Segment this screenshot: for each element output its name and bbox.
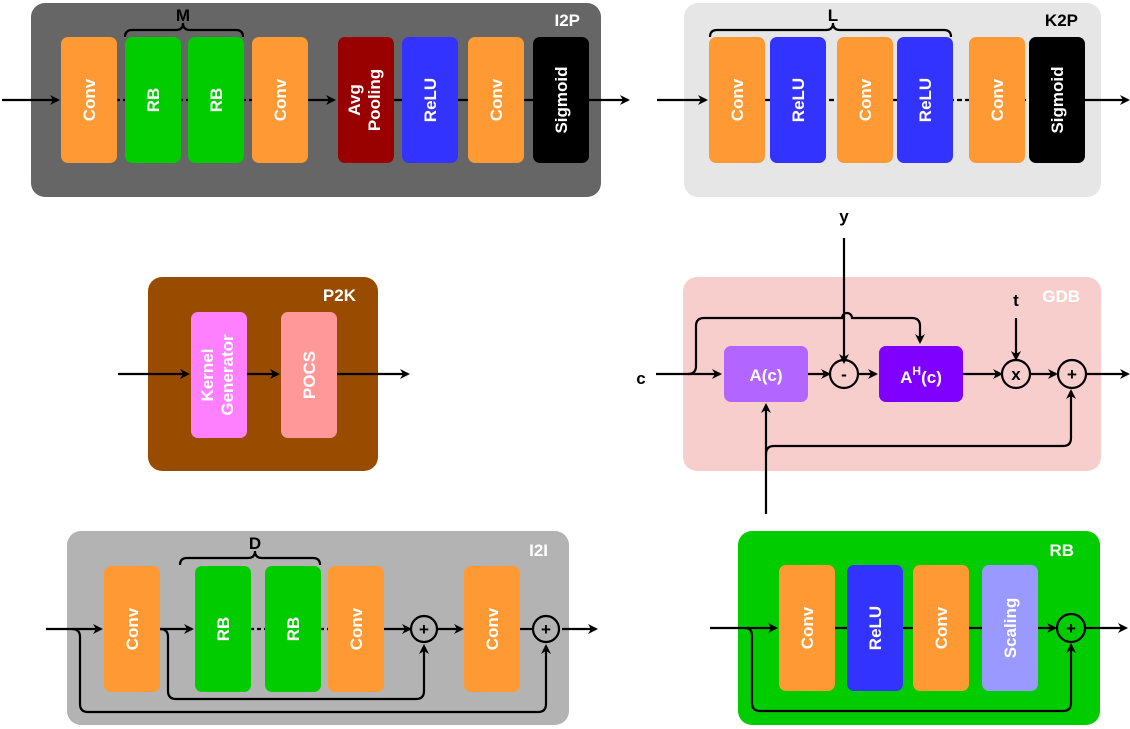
i2p-block-conv-3: Conv [468,37,524,163]
i2p-block-relu: ReLU [402,37,458,163]
svg-text:Conv: Conv [856,78,875,121]
i2i-block-conv-2: Conv [328,566,384,692]
i2i-brace-label: D [249,534,261,553]
p2k-title: P2K [323,286,357,305]
p2k-block-pocs: POCS [281,312,337,438]
i2p-block-sigmoid: Sigmoid [533,37,589,163]
p2k-module: P2K Kernel Generator POCS [118,277,410,471]
gdb-input-t-label: t [1013,291,1019,310]
i2i-plus-operator-1: + [409,614,439,644]
k2p-block-conv-1: Conv [709,37,765,163]
k2p-block-sigmoid: Sigmoid [1029,37,1085,163]
i2p-brace-label: M [176,6,190,25]
rb-skip [744,626,1076,713]
svg-text:Sigmoid: Sigmoid [552,66,571,133]
gdb-title: GDB [1042,287,1080,306]
rb-block-scaling: Scaling [982,565,1038,691]
i2i-plus-operator-2: + [531,614,561,644]
svg-text:Generator: Generator [218,334,237,416]
k2p-block-conv-2: Conv [837,37,893,163]
svg-text:Conv: Conv [798,606,817,649]
svg-text:AH(c): AH(c) [900,364,942,387]
i2p-block-rb-1: RB [125,37,181,163]
gdb-input-y-label: y [839,207,849,226]
svg-text:+: + [1067,365,1077,384]
i2i-block-rb-1: RB [195,566,251,692]
svg-text:+: + [541,620,551,639]
k2p-title: K2P [1045,11,1078,30]
i2i-block-conv-3: Conv [464,566,520,692]
p2k-block-kernel-generator: Kernel Generator [191,312,247,438]
k2p-module: K2P L Conv ReLU Conv ReLU Conv Sigmoid [657,3,1130,197]
rb-block-conv-1: Conv [779,565,835,691]
gdb-times-operator: x [1000,358,1032,390]
k2p-brace [708,22,953,38]
svg-text:ReLU: ReLU [789,78,808,122]
svg-text:Conv: Conv [728,78,747,121]
svg-text:Conv: Conv [123,607,142,650]
svg-text:A(c): A(c) [749,366,782,385]
k2p-block-conv-3: Conv [969,37,1025,163]
i2i-skip-inner [159,627,429,701]
i2p-block-conv-1: Conv [61,37,117,163]
k2p-block-relu-1: ReLU [770,37,826,163]
k2p-brace-label: L [828,6,838,25]
svg-text:Conv: Conv [347,607,366,650]
svg-text:ReLU: ReLU [916,78,935,122]
i2p-title: I2P [554,11,580,30]
i2i-brace [178,550,322,566]
rb-block-relu: ReLU [847,565,903,691]
svg-text:Conv: Conv [271,78,290,121]
i2i-block-rb-2: RB [265,566,321,692]
svg-text:Conv: Conv [932,606,951,649]
svg-text:-: - [841,365,847,384]
i2i-block-conv-1: Conv [104,566,160,692]
svg-text:Conv: Conv [487,78,506,121]
rb-module: RB Conv ReLU Conv Scaling + [710,531,1128,725]
rb-plus-operator: + [1055,612,1087,644]
svg-text:RB: RB [207,88,226,113]
rb-block-conv-2: Conv [913,565,969,691]
i2i-skip-outer [71,627,551,714]
gdb-skip-to-plus [764,389,1076,455]
svg-text:Conv: Conv [483,607,502,650]
k2p-block-relu-2: ReLU [897,37,953,163]
gdb-minus-operator: - [828,358,860,390]
i2p-module: I2P M Conv RB RB Conv Avg Pooling [2,3,630,197]
svg-text:Scaling: Scaling [1001,598,1020,658]
svg-text:ReLU: ReLU [866,606,885,650]
svg-text:Pooling: Pooling [365,69,384,131]
svg-text:RB: RB [144,88,163,113]
svg-text:Conv: Conv [80,78,99,121]
i2p-block-rb-2: RB [188,37,244,163]
svg-text:x: x [1011,365,1021,384]
gdb-block-ah: AH(c) [879,346,963,402]
svg-text:+: + [419,620,429,639]
i2p-block-avg-pooling: Avg Pooling [338,37,394,163]
i2p-block-conv-2: Conv [252,37,308,163]
gdb-input-c-label: c [636,369,645,388]
rb-title: RB [1049,541,1074,560]
svg-text:Kernel: Kernel [198,349,217,402]
gdb-block-a: A(c) [724,346,808,402]
i2p-brace [123,22,245,38]
svg-text:POCS: POCS [300,351,319,399]
i2i-module: I2I D Conv RB RB Conv Co [46,531,598,725]
svg-text:Avg: Avg [345,84,364,116]
svg-text:RB: RB [284,617,303,642]
svg-text:Conv: Conv [988,78,1007,121]
svg-text:ReLU: ReLU [421,78,440,122]
i2i-title: I2I [529,541,548,560]
gdb-c-bypass [687,311,925,376]
gdb-plus-operator: + [1056,358,1088,390]
gdb-module: GDB c y t A(c) AH(c) [636,207,1130,514]
svg-text:RB: RB [214,617,233,642]
svg-text:Sigmoid: Sigmoid [1048,66,1067,133]
svg-text:+: + [1066,619,1076,638]
